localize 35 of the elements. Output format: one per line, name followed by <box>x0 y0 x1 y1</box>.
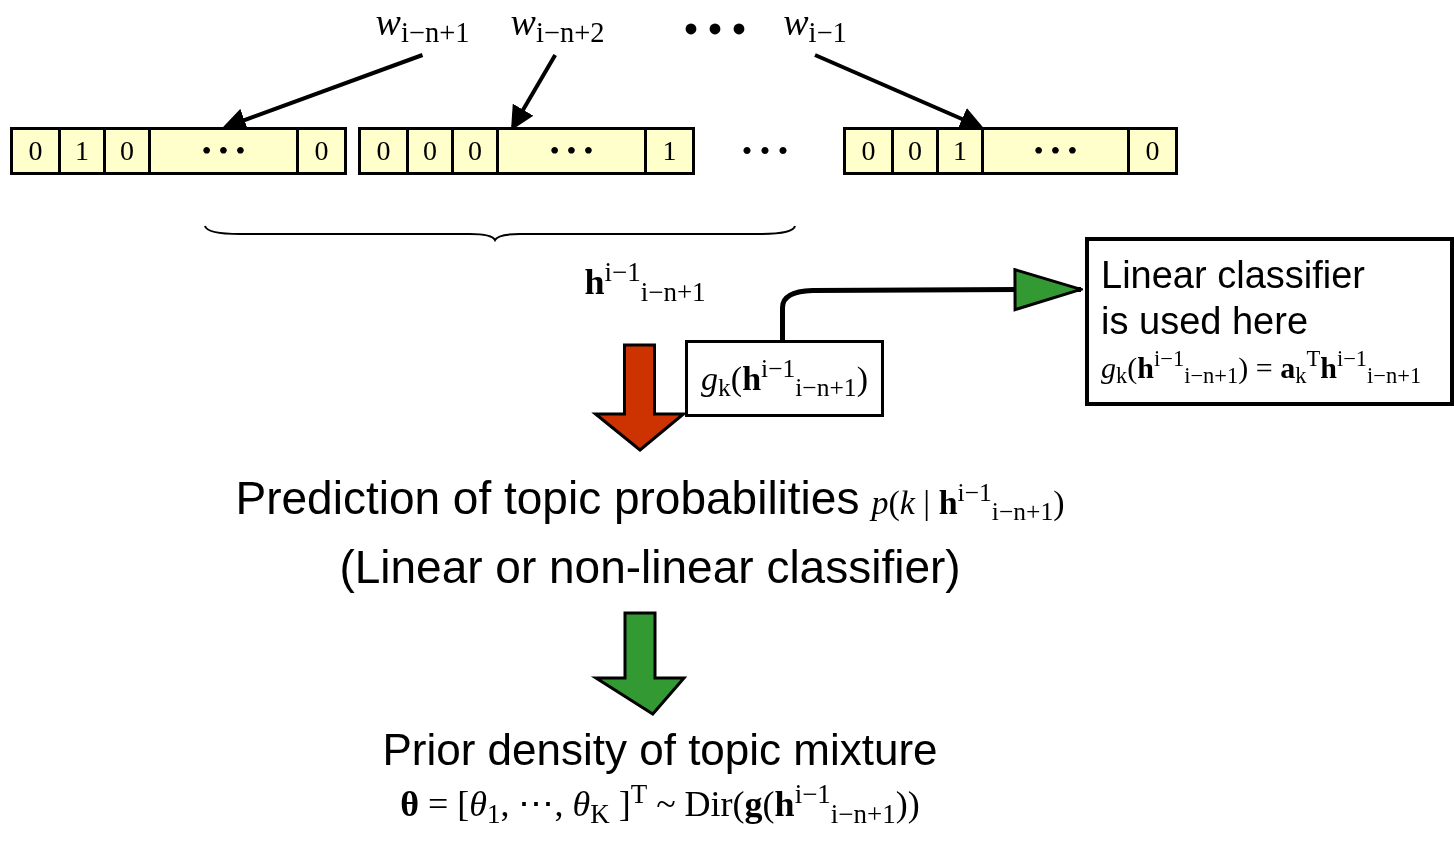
one-hot-vector <box>843 127 1178 175</box>
vector-cell-text: 0 <box>313 134 330 168</box>
one-hot-vector <box>358 127 695 175</box>
vector-cell-text: 1 <box>661 134 678 168</box>
vector-cell: 0 <box>846 130 894 172</box>
formula: θ = [θ$_{1}$, ⋯, θ$_{K}$ ]$^{T}$ ~ Dir(g(h$^{i−1}$$_{i−n+1}$)) <box>400 777 920 831</box>
vector-cell: 0 <box>894 130 939 172</box>
vector-cell: 0 <box>13 130 61 172</box>
ellipsis: • • • <box>741 133 789 169</box>
vector-cell: 1 <box>61 130 106 172</box>
formula: p(k | h$^{i−1}$$_{i−n+1}$) <box>871 477 1065 528</box>
block-arrow <box>590 611 688 716</box>
ellipsis: • • • <box>684 6 746 54</box>
block-arrow <box>591 343 688 452</box>
vector-cell: 0 <box>409 130 454 172</box>
vector-cell: 0 <box>454 130 499 172</box>
note-box <box>1085 237 1454 406</box>
heading-text: Prediction of topic probabilities <box>235 471 860 526</box>
function-box <box>685 340 884 417</box>
arrow <box>780 268 1083 340</box>
vector-cell: • • • <box>151 130 299 172</box>
vector-cell: • • • <box>499 130 647 172</box>
formula: g$_{k}$(h$^{i−1}$$_{i−n+1}$) <box>701 353 868 404</box>
vector-cell: 1 <box>939 130 984 172</box>
vector-cell-text: 0 <box>1144 134 1161 168</box>
word-label: w$_{i−n+1}$ <box>375 3 470 41</box>
subheading-text: (Linear or non-linear classifier) <box>339 540 961 595</box>
one-hot-vector <box>10 127 347 175</box>
vector-cell: 0 <box>106 130 151 172</box>
note-text: Linear classifier is used here <box>1101 253 1366 344</box>
vector-cell: • • • <box>984 130 1130 172</box>
word-label: w$_{i−n+2}$ <box>510 3 605 41</box>
vector-cell: 0 <box>361 130 409 172</box>
word-label: w$_{i−1}$ <box>783 3 847 41</box>
heading-text: Prior density of topic mixture <box>382 724 938 776</box>
